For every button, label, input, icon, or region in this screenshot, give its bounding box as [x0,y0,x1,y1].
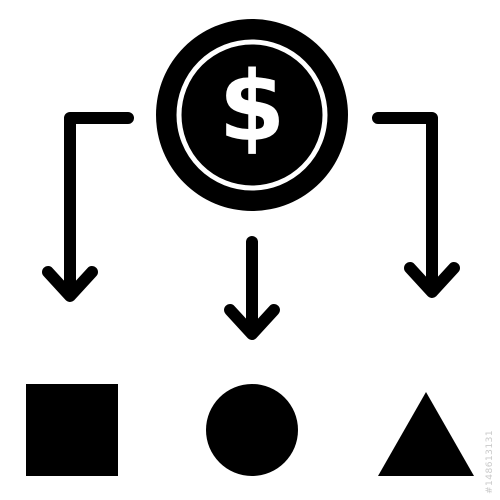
triangle-icon [378,392,474,476]
dollar-coin-icon: $ [156,19,348,211]
arrow-elbow-down-right-icon [372,112,460,298]
circle-icon [206,384,298,476]
arrow-elbow-down-left-icon [42,112,134,302]
dollar-sign-icon: $ [219,51,286,163]
square-icon [26,384,118,476]
arrow-down-icon [224,236,280,340]
stock-image-id: #148613131 [485,429,495,494]
